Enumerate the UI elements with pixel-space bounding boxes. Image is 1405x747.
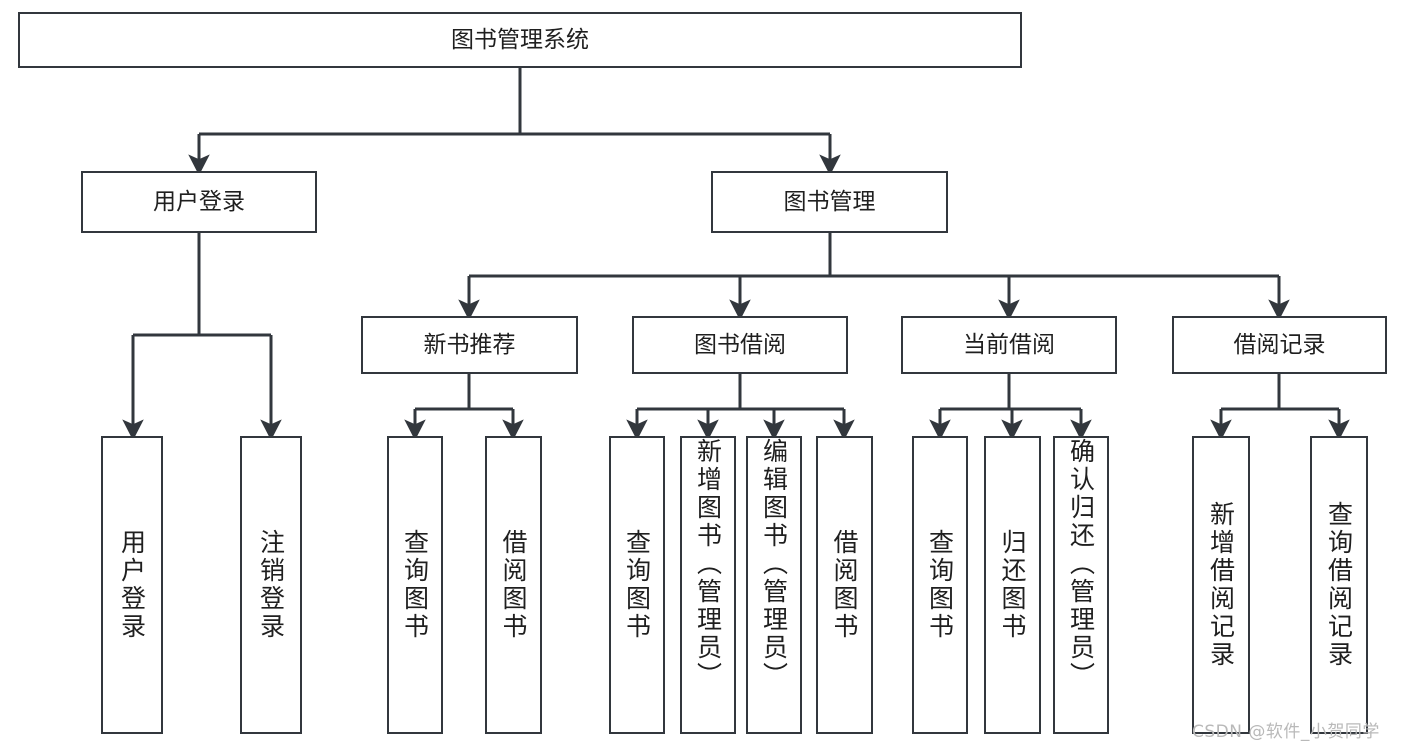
node-root[interactable]: 图书管理系统: [18, 12, 1022, 68]
node-leaf-return-book[interactable]: 归还图书: [984, 436, 1041, 734]
node-leaf-add-book-admin[interactable]: 新增图书（管理员）: [680, 436, 736, 734]
node-leaf-lend-book-label: 借阅图书: [830, 529, 859, 641]
node-new-book-recommend-label: 新书推荐: [423, 331, 516, 358]
node-book-borrow-label: 图书借阅: [694, 331, 786, 358]
node-user-login-label: 用户登录: [153, 188, 245, 215]
node-leaf-user-login[interactable]: 用户登录: [101, 436, 163, 734]
node-leaf-query-borrow-record-label: 查询借阅记录: [1324, 501, 1354, 669]
node-leaf-logout-label: 注销登录: [256, 529, 286, 641]
node-user-login[interactable]: 用户登录: [81, 171, 317, 233]
node-leaf-return-book-label: 归还图书: [998, 529, 1027, 641]
node-leaf-query-book-newbook[interactable]: 查询图书: [387, 436, 443, 734]
node-leaf-query-borrow-record[interactable]: 查询借阅记录: [1310, 436, 1368, 734]
node-current-borrow-label: 当前借阅: [963, 331, 1055, 358]
node-leaf-query-book-borrow[interactable]: 查询图书: [609, 436, 665, 734]
node-new-book-recommend[interactable]: 新书推荐: [361, 316, 578, 374]
node-book-management[interactable]: 图书管理: [711, 171, 948, 233]
node-root-label: 图书管理系统: [451, 26, 589, 53]
node-borrow-records-label: 借阅记录: [1233, 331, 1326, 358]
node-leaf-confirm-return-admin[interactable]: 确认归还（管理员）: [1053, 436, 1109, 734]
node-leaf-user-login-label: 用户登录: [117, 529, 147, 641]
node-leaf-add-borrow-record-label: 新增借阅记录: [1206, 501, 1236, 669]
node-borrow-records[interactable]: 借阅记录: [1172, 316, 1387, 374]
node-leaf-borrow-book-newbook[interactable]: 借阅图书: [485, 436, 542, 734]
node-leaf-edit-book-admin-label: 编辑图书（管理员）: [759, 438, 789, 690]
node-leaf-borrow-book-newbook-label: 借阅图书: [499, 529, 528, 641]
node-leaf-logout[interactable]: 注销登录: [240, 436, 302, 734]
csdn-watermark: CSDN @软件_小贺同学: [1192, 717, 1380, 742]
node-book-borrow[interactable]: 图书借阅: [632, 316, 848, 374]
node-leaf-query-book-current-label: 查询图书: [925, 529, 955, 641]
node-leaf-lend-book[interactable]: 借阅图书: [816, 436, 873, 734]
node-leaf-query-book-borrow-label: 查询图书: [622, 529, 652, 641]
node-leaf-add-borrow-record[interactable]: 新增借阅记录: [1192, 436, 1250, 734]
node-book-management-label: 图书管理: [783, 188, 876, 215]
node-current-borrow[interactable]: 当前借阅: [901, 316, 1117, 374]
node-leaf-query-book-newbook-label: 查询图书: [400, 529, 430, 641]
node-leaf-add-book-admin-label: 新增图书（管理员）: [693, 438, 723, 690]
csdn-watermark-text: CSDN @软件_小贺同学: [1192, 722, 1380, 742]
node-leaf-edit-book-admin[interactable]: 编辑图书（管理员）: [746, 436, 802, 734]
node-leaf-confirm-return-admin-label: 确认归还（管理员）: [1066, 438, 1096, 690]
node-leaf-query-book-current[interactable]: 查询图书: [912, 436, 968, 734]
